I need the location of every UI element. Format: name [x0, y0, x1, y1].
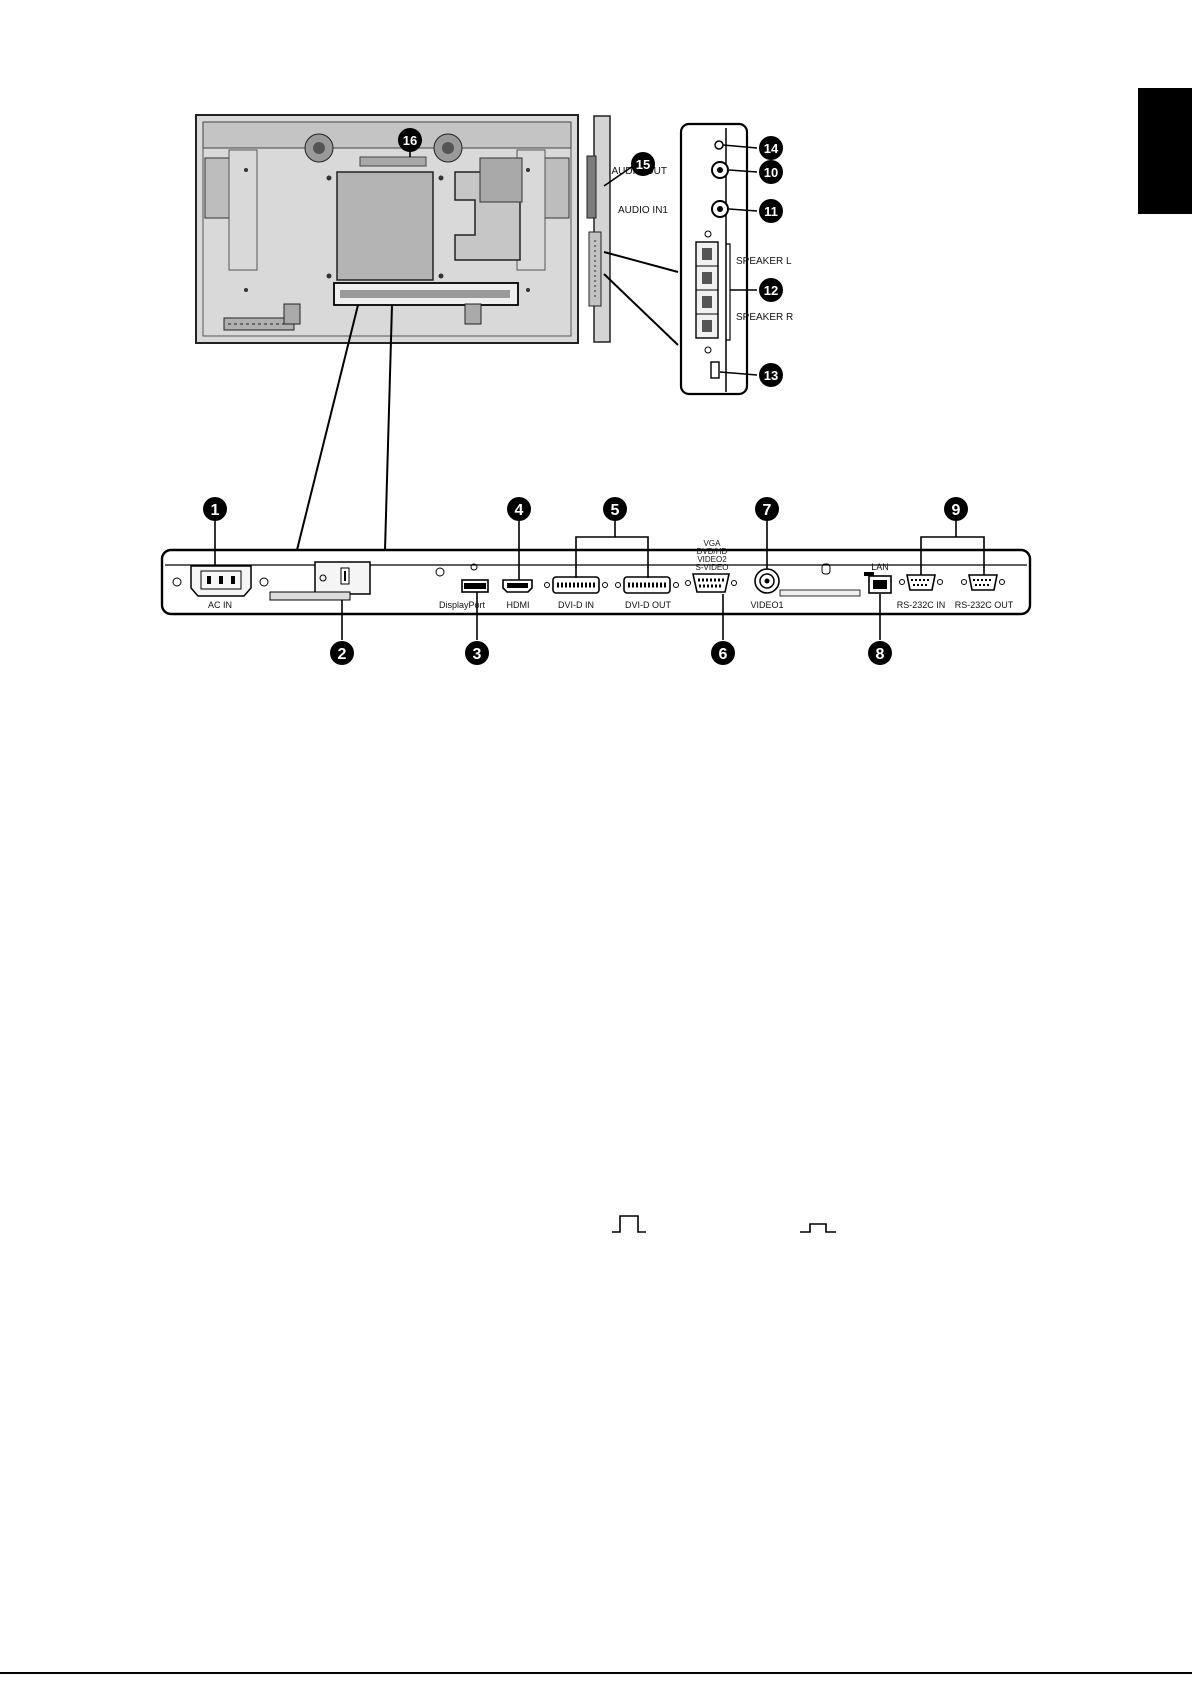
svg-text:13: 13: [764, 368, 778, 383]
displayport-label: DisplayPort: [439, 600, 486, 610]
svg-text:1: 1: [211, 502, 220, 519]
hdmi-label: HDMI: [507, 600, 530, 610]
callout-4: 4: [507, 497, 531, 521]
dvi-d-in-label: DVI-D IN: [558, 600, 594, 610]
callout-7: 7: [755, 497, 779, 521]
dvi-d-out-label: DVI-D OUT: [625, 600, 672, 610]
callout-6: 6: [711, 641, 735, 665]
svg-text:16: 16: [403, 133, 417, 148]
ac-in-label: AC IN: [208, 600, 232, 610]
switch-icon: [711, 362, 719, 378]
callout-13: 13: [759, 363, 783, 387]
s-video-label: S-VIDEO: [696, 563, 729, 572]
callout-2: 2: [330, 641, 354, 665]
video1-bnc-port-icon: [755, 569, 779, 593]
svg-text:2: 2: [338, 646, 347, 663]
svg-text:9: 9: [952, 502, 961, 519]
dvi-d-in-port-icon: [545, 577, 608, 593]
svg-text:12: 12: [764, 283, 778, 298]
rs232c-in-label: RS-232C IN: [897, 600, 946, 610]
svg-text:15: 15: [636, 157, 650, 172]
dvi-d-out-port-icon: [616, 577, 679, 593]
monitor-rear-view: [196, 115, 578, 343]
svg-text:7: 7: [763, 502, 772, 519]
speaker-r-label: SPEAKER R: [736, 312, 793, 323]
svg-text:11: 11: [764, 204, 778, 219]
lan-label: LAN: [871, 562, 889, 572]
callout-9: 9: [944, 497, 968, 521]
callout-16: 16: [398, 128, 422, 152]
callout-14: 14: [759, 136, 783, 160]
switch-on-symbol-icon: [612, 1216, 646, 1232]
callout-11: 11: [759, 199, 783, 223]
svg-text:10: 10: [764, 165, 778, 180]
callout-3: 3: [465, 641, 489, 665]
callout-15: 15: [631, 152, 655, 176]
svg-text:5: 5: [611, 502, 620, 519]
switch-off-symbol-icon: [800, 1224, 836, 1232]
svg-text:3: 3: [473, 646, 482, 663]
switch-position-symbols: [612, 1216, 836, 1232]
rs232c-out-label: RS-232C OUT: [955, 600, 1014, 610]
svg-text:8: 8: [876, 646, 885, 663]
callout-8: 8: [868, 641, 892, 665]
svg-text:14: 14: [764, 141, 779, 156]
callout-10: 10: [759, 160, 783, 184]
svg-text:4: 4: [515, 502, 524, 519]
svg-text:6: 6: [719, 646, 728, 663]
audio-in1-label: AUDIO IN1: [618, 205, 668, 216]
callout-1: 1: [203, 497, 227, 521]
hdmi-port-icon: [503, 580, 532, 592]
speaker-terminal-icon: [696, 242, 718, 338]
footer-rule: [0, 1672, 1192, 1674]
callout-12: 12: [759, 278, 783, 302]
video1-label: VIDEO1: [750, 600, 783, 610]
monitor-side-profile: [587, 116, 610, 342]
callout-5: 5: [603, 497, 627, 521]
speaker-l-label: SPEAKER L: [736, 256, 792, 267]
